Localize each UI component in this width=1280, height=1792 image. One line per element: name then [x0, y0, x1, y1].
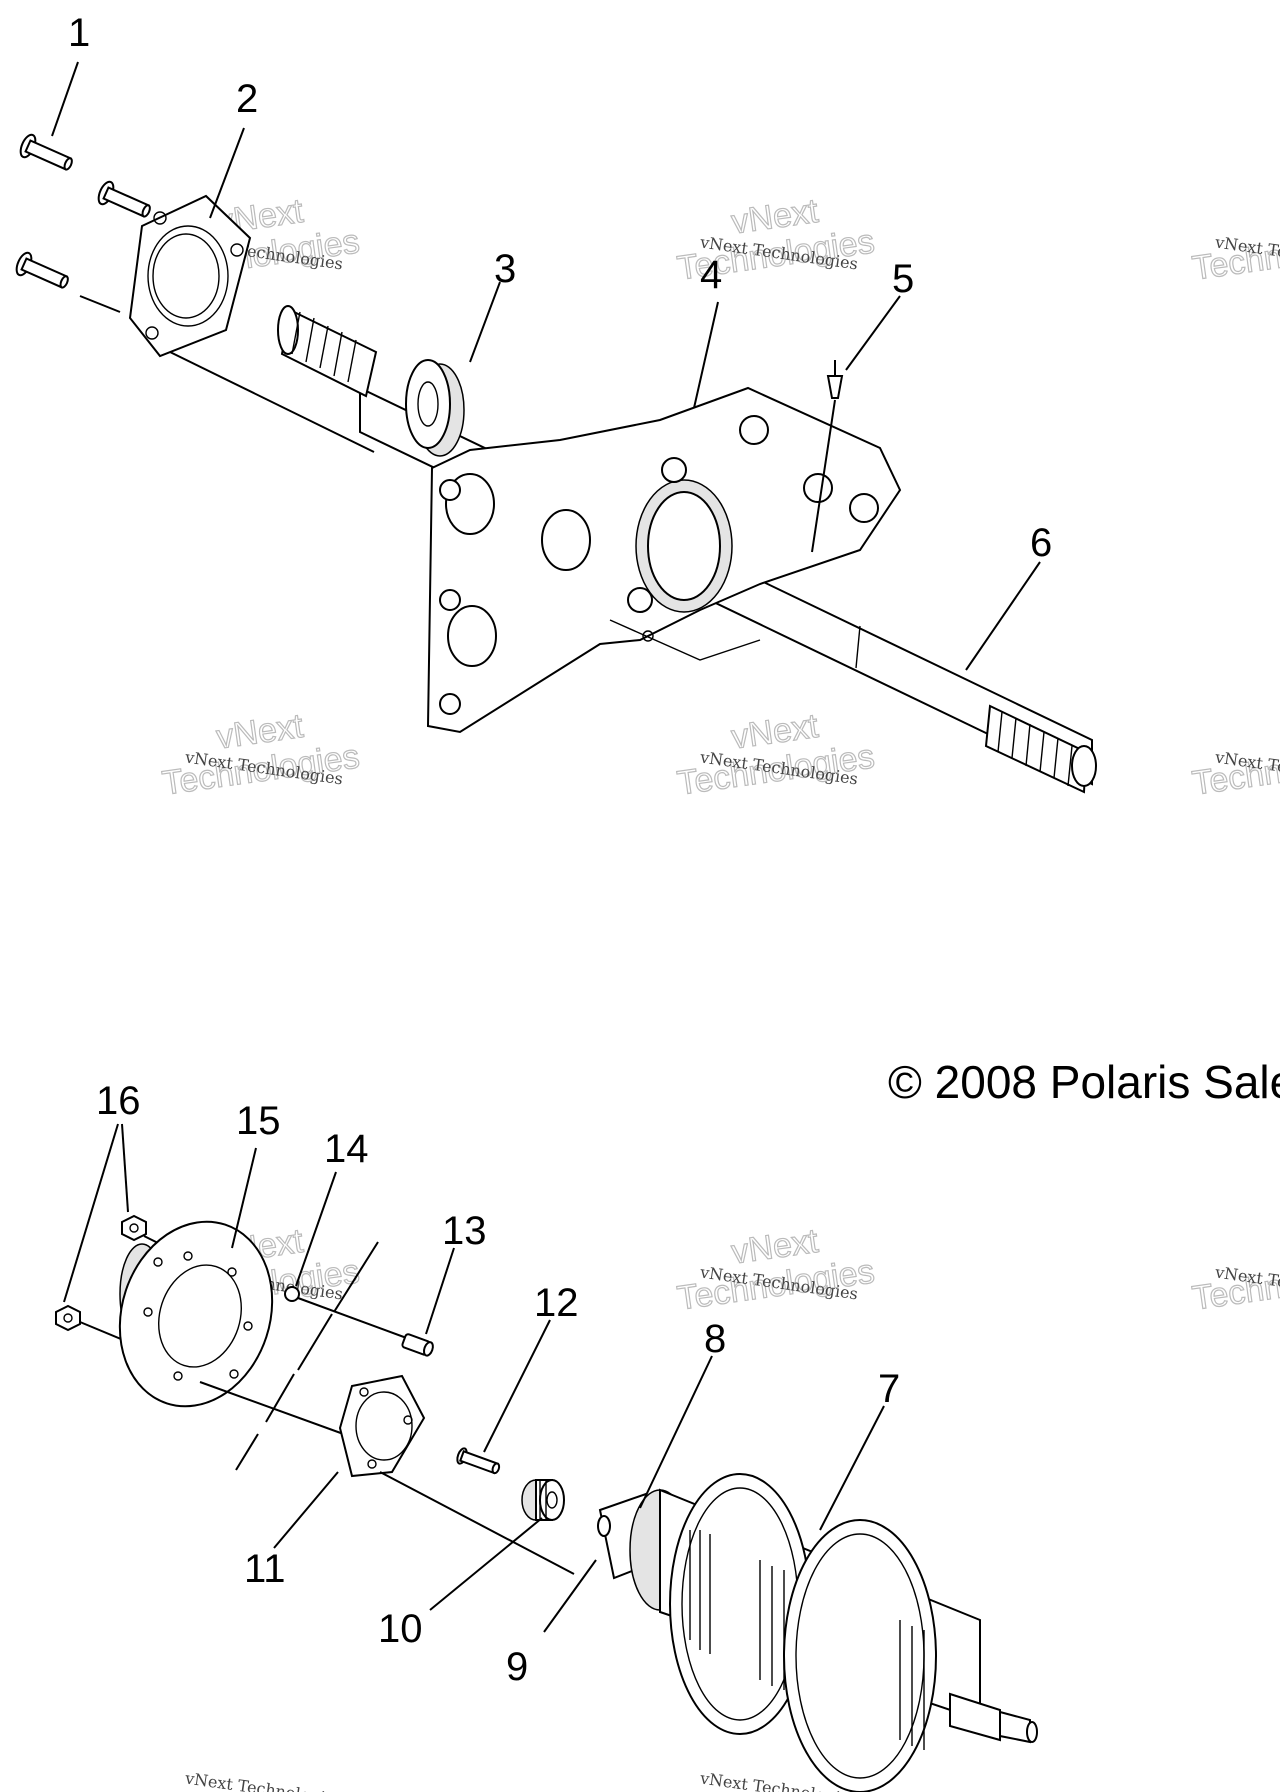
- callout-8: 8: [704, 1317, 726, 1361]
- gear-part-10: [521, 1479, 565, 1521]
- callout-2: 2: [236, 77, 258, 121]
- gasket-part-11: [338, 1374, 426, 1478]
- nut-part-16: [55, 1214, 147, 1332]
- callout-1: 1: [68, 11, 90, 55]
- callout-5: 5: [892, 257, 914, 301]
- watermark: Technologies vNext vNext Technologies: [674, 191, 877, 288]
- watermark: Technologies vNext vNext Technologies: [674, 706, 877, 803]
- svg-text:vNext Technologies: vNext Technologies: [183, 1768, 344, 1792]
- copyright-text: © 2008 Polaris Sales: [888, 1056, 1280, 1108]
- watermark: Technologies vNext Technologies: [1189, 1252, 1280, 1318]
- watermark: vNext Technologies: [183, 1768, 344, 1792]
- bolt-part-1: [15, 133, 151, 289]
- callout-11: 11: [244, 1547, 286, 1591]
- callout-10: 10: [378, 1607, 423, 1651]
- callout-16: 16: [96, 1079, 141, 1123]
- bracket-part-4: [426, 386, 902, 734]
- callout-3: 3: [494, 247, 516, 291]
- bearing-housing-part-15: [118, 1220, 274, 1408]
- watermark: Technologies vNext Technologies: [1189, 737, 1280, 803]
- bolt-part-12: [456, 1447, 501, 1475]
- watermark: Technologies vNext vNext Technologies: [674, 1221, 877, 1318]
- callout-13: 13: [442, 1209, 487, 1253]
- callout-12: 12: [534, 1281, 579, 1325]
- watermark: Technologies vNext vNext Technologies: [159, 706, 362, 803]
- pin-part-5: [826, 360, 844, 399]
- drive-sprocket-part-7: [659, 1473, 1038, 1792]
- callout-14: 14: [324, 1127, 369, 1171]
- flange-plate-part-2: [128, 194, 252, 358]
- callout-15: 15: [236, 1099, 281, 1143]
- washer-part-14: [284, 1286, 300, 1302]
- callout-4: 4: [700, 253, 722, 297]
- watermark: Technologies vNext Technologies: [1189, 222, 1280, 288]
- dowel-part-13: [401, 1333, 434, 1357]
- callout-7: 7: [878, 1367, 900, 1411]
- callout-9: 9: [506, 1645, 528, 1689]
- callout-6: 6: [1030, 521, 1052, 565]
- collar-part-3: [405, 359, 465, 457]
